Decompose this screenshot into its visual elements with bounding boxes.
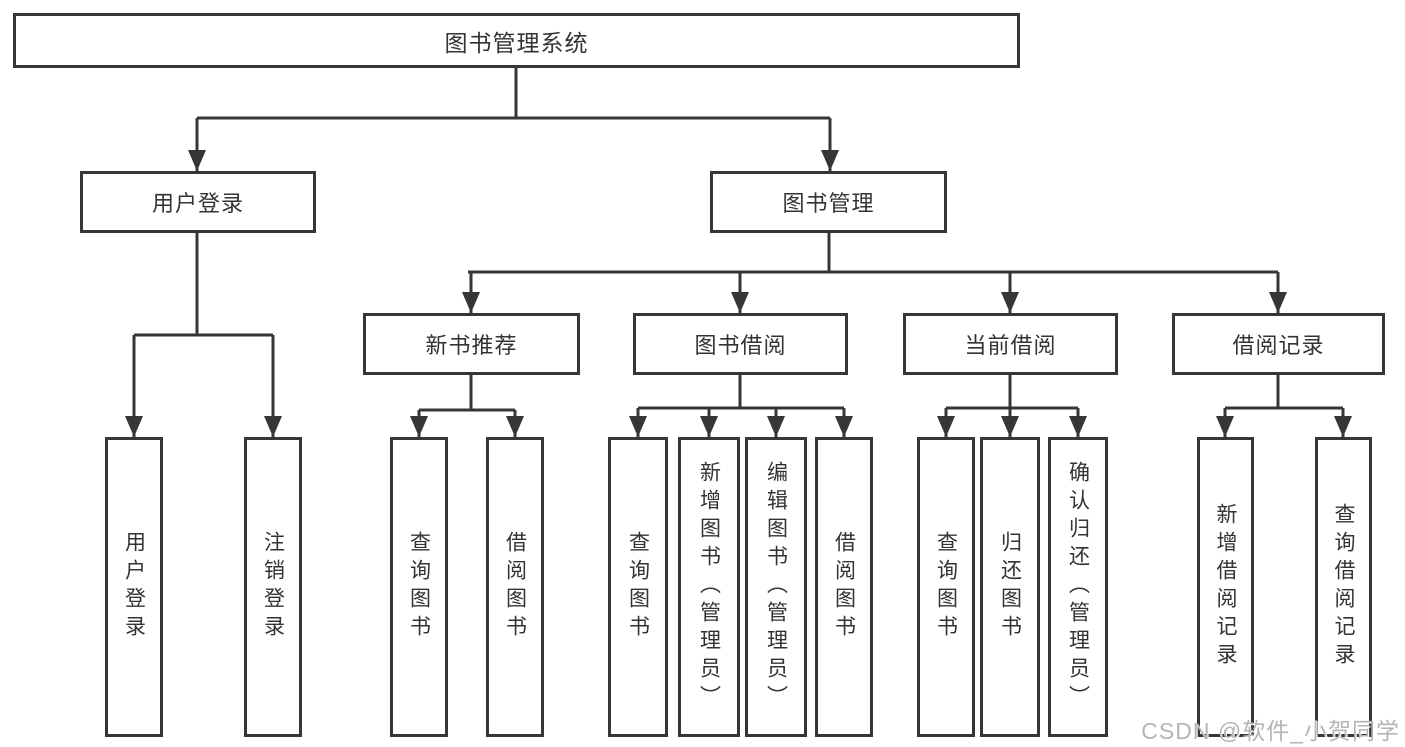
- node-leaf-query-borrow-record: 查询借阅记录: [1315, 437, 1372, 737]
- node-leaf-confirm-return-admin: 确认归还（管理员）: [1048, 437, 1108, 737]
- node-leaf-query-book-1: 查询图书: [390, 437, 448, 737]
- leaf-label: 查询图书: [934, 531, 958, 643]
- leaf-label: 用户登录: [122, 531, 146, 643]
- leaf-label: 编辑图书（管理员）: [764, 461, 788, 713]
- leaf-label: 新增借阅记录: [1214, 503, 1237, 671]
- node-leaf-return-book: 归还图书: [980, 437, 1040, 737]
- node-user-login-branch: 用户登录: [80, 171, 316, 233]
- node-new-book-recommend: 新书推荐: [363, 313, 580, 375]
- node-current-borrow: 当前借阅: [903, 313, 1118, 375]
- node-leaf-user-login: 用户登录: [105, 437, 163, 737]
- node-leaf-query-book-2: 查询图书: [608, 437, 668, 737]
- leaf-label: 查询借阅记录: [1332, 503, 1355, 671]
- leaf-label: 借阅图书: [832, 531, 856, 643]
- node-leaf-logout: 注销登录: [244, 437, 302, 737]
- leaf-label: 归还图书: [998, 531, 1022, 643]
- node-leaf-add-borrow-record: 新增借阅记录: [1197, 437, 1254, 737]
- leaf-label: 借阅图书: [503, 531, 527, 643]
- leaf-label: 查询图书: [626, 531, 650, 643]
- arrowheads: [125, 150, 1352, 437]
- node-root-system: 图书管理系统: [13, 13, 1020, 68]
- leaf-label: 注销登录: [261, 531, 285, 643]
- leaf-label: 确认归还（管理员）: [1066, 461, 1090, 713]
- node-book-management: 图书管理: [710, 171, 947, 233]
- watermark-text: CSDN @软件_小贺同学: [1141, 718, 1400, 744]
- node-leaf-add-book-admin: 新增图书（管理员）: [678, 437, 740, 737]
- node-leaf-query-book-3: 查询图书: [917, 437, 975, 737]
- node-leaf-borrow-book-1: 借阅图书: [486, 437, 544, 737]
- node-leaf-borrow-book-2: 借阅图书: [815, 437, 873, 737]
- node-borrow-record: 借阅记录: [1172, 313, 1385, 375]
- leaf-label: 新增图书（管理员）: [697, 461, 721, 713]
- leaf-label: 查询图书: [407, 531, 431, 643]
- node-leaf-edit-book-admin: 编辑图书（管理员）: [745, 437, 807, 737]
- node-book-borrow: 图书借阅: [633, 313, 848, 375]
- connector-paths: [132, 68, 1345, 437]
